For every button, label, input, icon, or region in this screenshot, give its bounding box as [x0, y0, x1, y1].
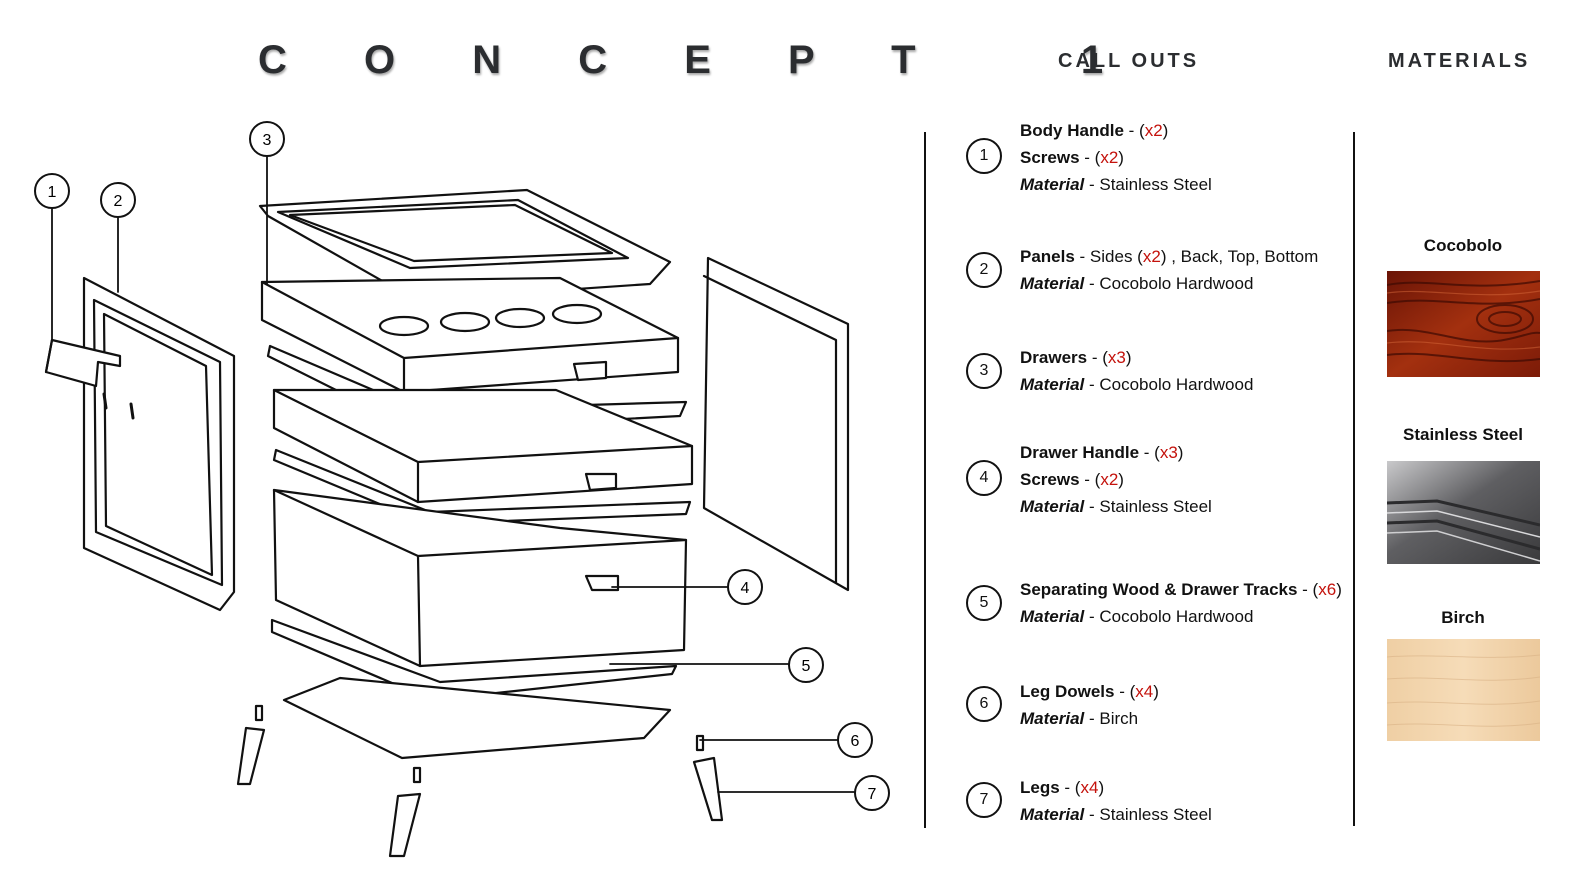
callout-number: 3	[966, 353, 1002, 389]
legs	[236, 704, 724, 858]
drawer-track-3	[270, 618, 678, 702]
material-label-cocobolo: Cocobolo	[1423, 236, 1503, 255]
diagram-marker-3: 3	[249, 121, 285, 157]
stainless-steel-swatch	[1387, 461, 1540, 564]
divider-left	[924, 132, 926, 828]
back-panel	[702, 256, 850, 592]
callouts-heading: CALL OUTS	[1058, 50, 1200, 72]
materials-heading: MATERIALS	[1388, 50, 1531, 72]
svg-text:1: 1	[48, 184, 57, 201]
callout-number: 1	[966, 138, 1002, 174]
material-label-birch: Birch	[1441, 608, 1485, 627]
callout-number: 6	[966, 686, 1002, 722]
exploded-cabinet-drawing: 1 2 3 4 5 6 7	[34, 121, 890, 858]
svg-text:7: 7	[868, 786, 877, 803]
birch-swatch	[1387, 639, 1540, 741]
svg-text:6: 6	[851, 733, 860, 750]
side-panel-left	[82, 276, 236, 612]
callout-number: 5	[966, 585, 1002, 621]
drawer-3	[272, 488, 688, 668]
callout-number: 7	[966, 782, 1002, 818]
drawer-2	[272, 388, 694, 504]
top-tray	[258, 188, 672, 302]
diagram-marker-6: 6	[837, 722, 873, 758]
callout-number: 4	[966, 460, 1002, 496]
svg-text:3: 3	[263, 132, 272, 149]
page-title: C O N C E P T 1	[258, 38, 1137, 82]
callout-number: 2	[966, 252, 1002, 288]
diagram-marker-7: 7	[854, 775, 890, 811]
diagram-marker-4: 4	[727, 569, 763, 605]
body-handle	[44, 338, 135, 420]
diagram-marker-1: 1	[34, 173, 70, 209]
drawer-1	[260, 276, 680, 394]
material-label-stainless-steel: Stainless Steel	[1402, 425, 1523, 444]
diagram-marker-2: 2	[100, 182, 136, 218]
svg-text:4: 4	[741, 580, 750, 597]
divider-right	[1353, 132, 1355, 826]
cocobolo-swatch	[1387, 271, 1540, 377]
leader-lines	[51, 156, 855, 793]
diagram-marker-5: 5	[788, 647, 824, 683]
svg-text:5: 5	[802, 658, 811, 675]
svg-text:2: 2	[114, 193, 123, 210]
base-plate	[282, 676, 672, 760]
